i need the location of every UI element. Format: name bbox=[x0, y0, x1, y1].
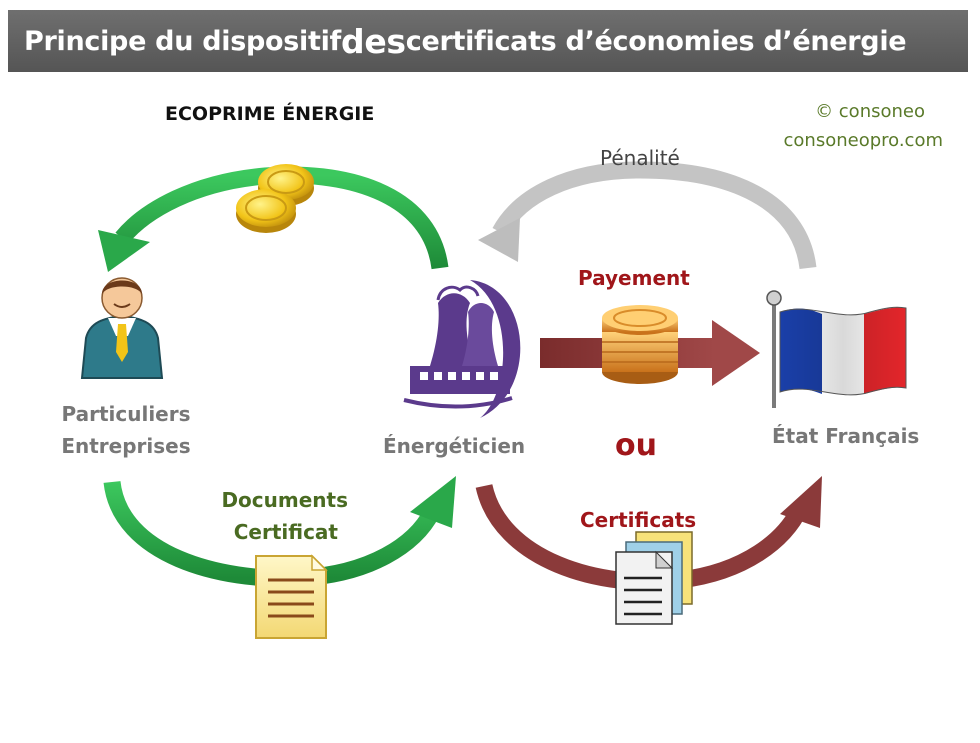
document-icon bbox=[255, 554, 328, 639]
title-start: Principe du dispositif bbox=[24, 25, 341, 57]
french-flag-icon bbox=[766, 290, 907, 408]
ecoprime-label: ECOPRIME ÉNERGIE bbox=[165, 103, 375, 125]
title-end: certificats d’économies d’énergie bbox=[405, 25, 907, 57]
energeticien-label: Énergéticien bbox=[383, 434, 526, 458]
certificats-label: Certificats bbox=[580, 508, 697, 532]
etat-francais-label: État Français bbox=[772, 424, 920, 448]
ou-label: ou bbox=[615, 428, 657, 463]
credit-line1: © consoneo bbox=[815, 101, 925, 122]
penalite-label: Pénalité bbox=[600, 146, 680, 170]
certificates-stack-icon bbox=[615, 531, 693, 625]
power-plant-icon bbox=[403, 280, 521, 418]
penalite-arrow bbox=[478, 161, 817, 270]
title-bar: Principe du dispositif des certificats d… bbox=[8, 10, 968, 72]
certificat-label: Certificat bbox=[233, 520, 338, 544]
coins-icon bbox=[236, 164, 314, 233]
entreprises-label: Entreprises bbox=[61, 434, 191, 458]
documents-label: Documents bbox=[221, 488, 348, 512]
person-icon bbox=[80, 277, 164, 379]
credit-line2: consoneopro.com bbox=[783, 130, 944, 151]
payement-label: Payement bbox=[578, 266, 690, 290]
particuliers-label: Particuliers bbox=[61, 402, 191, 426]
coin-stack-icon bbox=[602, 305, 678, 384]
title-big: des bbox=[341, 21, 406, 61]
